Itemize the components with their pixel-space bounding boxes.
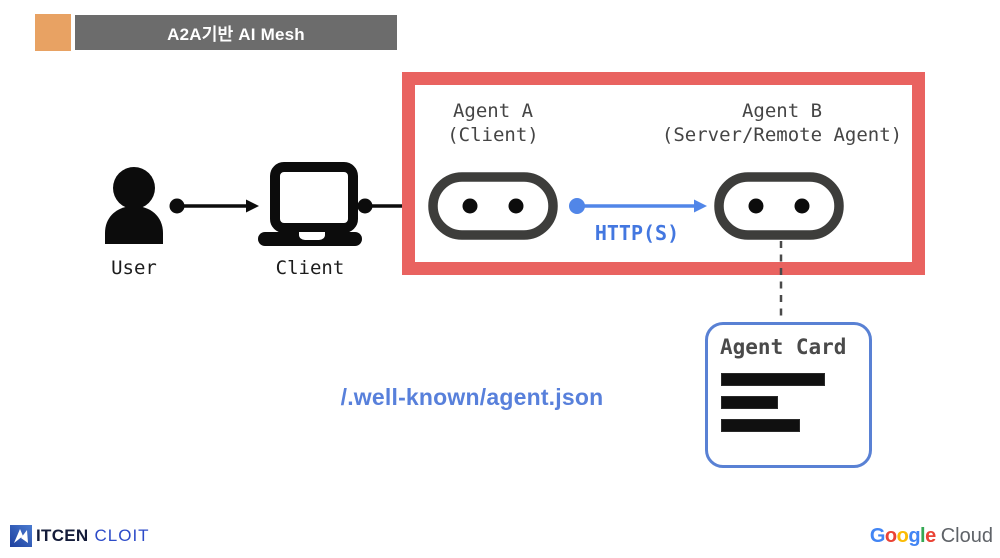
agent-card-text-line (721, 419, 800, 432)
http-protocol-label: HTTP(S) (594, 221, 680, 245)
cloit-wordmark: CLOIT (94, 526, 150, 545)
agent-card-text-line (721, 373, 825, 386)
cloud-wordmark: Cloud (940, 525, 993, 547)
title-banner: A2A기반 AI Mesh (75, 15, 397, 50)
agent-a-label: Agent A (Client) (447, 100, 539, 146)
title-accent-square (35, 14, 71, 51)
person-icon (105, 167, 163, 244)
user-label: User (111, 257, 157, 279)
itcen-logo-mark-icon (10, 525, 32, 547)
google-letter: l (920, 525, 926, 547)
client-label: Client (275, 257, 345, 279)
arrow-client-to-box-icon (357, 198, 406, 214)
google-letter: o (884, 525, 897, 547)
google-letter: G (869, 525, 886, 547)
google-letter: e (925, 525, 936, 547)
http-arrow-icon (569, 198, 707, 214)
dashed-connector-line (779, 241, 783, 323)
agent-card-text-line (721, 396, 778, 409)
agent-b-label: Agent B (Server/Remote Agent) (661, 100, 903, 146)
page-title: A2A기반 AI Mesh (167, 25, 305, 44)
google-letter: g (908, 525, 921, 547)
google-letter: o (896, 525, 909, 547)
agent-card: Agent Card (705, 322, 872, 468)
agent-card-title: Agent Card (720, 335, 847, 359)
itcen-wordmark: ITCEN (36, 526, 89, 545)
well-known-path-label: /.well-known/agent.json (340, 384, 604, 410)
agent-b-robot-icon (714, 172, 844, 240)
arrow-user-to-client-icon (169, 198, 259, 214)
laptop-icon (258, 162, 362, 246)
itcen-cloit-logo: ITCEN CLOIT (10, 524, 150, 548)
agent-a-robot-icon (428, 172, 558, 240)
google-wordmark: Google (870, 525, 936, 547)
